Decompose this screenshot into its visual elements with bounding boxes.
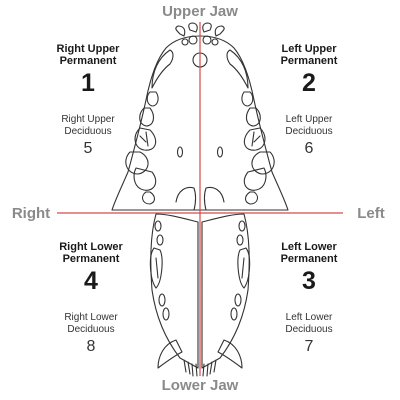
upper-left-canine [226, 49, 249, 89]
deciduous-name-line2: Deciduous [285, 126, 333, 137]
quadrant-name-line2: Permanent [62, 253, 120, 265]
upper-jaw-label: Upper Jaw [162, 3, 238, 20]
quadrant-number: 2 [302, 69, 316, 97]
quadrant-name-line1: Right Lower [59, 241, 123, 253]
quadrant-name-line1: Left Upper [281, 43, 337, 55]
deciduous-number: 7 [304, 338, 314, 355]
lower-jaw-label: Lower Jaw [161, 377, 239, 394]
quadrant-number: 4 [84, 267, 98, 295]
deciduous-name-line1: Left Upper [285, 114, 333, 125]
quadrant-name-line1: Left Lower [281, 241, 337, 253]
deciduous-name-line2: Deciduous [285, 324, 333, 335]
quadrant-left-lower: Left Lower Permanent 3 Left Lower Decidu… [257, 241, 361, 356]
right-side-label: Right [11, 205, 51, 222]
quadrant-number: 3 [302, 267, 316, 295]
left-side-label: Left [357, 205, 385, 222]
upper-left-cheek-teeth [241, 91, 275, 205]
lower-left-canine [217, 339, 243, 369]
quadrant-name-line2: Permanent [280, 253, 338, 265]
quadrant-name-line2: Permanent [280, 55, 338, 67]
quadrant-name-line2: Permanent [59, 55, 117, 67]
upper-right-canine [151, 49, 174, 89]
deciduous-name-line1: Left Lower [285, 312, 333, 323]
quadrant-right-upper: Right Upper Permanent 1 Right Upper Deci… [36, 43, 140, 158]
deciduous-number: 8 [86, 338, 96, 355]
lower-right-canine [157, 339, 183, 369]
quadrant-number: 1 [81, 69, 95, 97]
quadrant-right-lower: Right Lower Permanent 4 Right Lower Deci… [39, 241, 143, 356]
quadrant-name-line1: Right Upper [56, 43, 120, 55]
deciduous-name-line2: Deciduous [67, 324, 115, 335]
lower-left-cheek-teeth [230, 220, 251, 321]
lower-incisors [183, 359, 217, 377]
quadrant-left-upper: Left Upper Permanent 2 Left Upper Decidu… [257, 43, 361, 158]
upper-right-cheek-teeth [125, 91, 159, 205]
deciduous-name-line2: Deciduous [64, 126, 112, 137]
deciduous-name-line1: Right Lower [64, 312, 118, 323]
lower-right-cheek-teeth [149, 220, 170, 321]
deciduous-number: 5 [83, 140, 93, 157]
deciduous-number: 6 [304, 140, 314, 157]
deciduous-name-line1: Right Upper [61, 114, 115, 125]
